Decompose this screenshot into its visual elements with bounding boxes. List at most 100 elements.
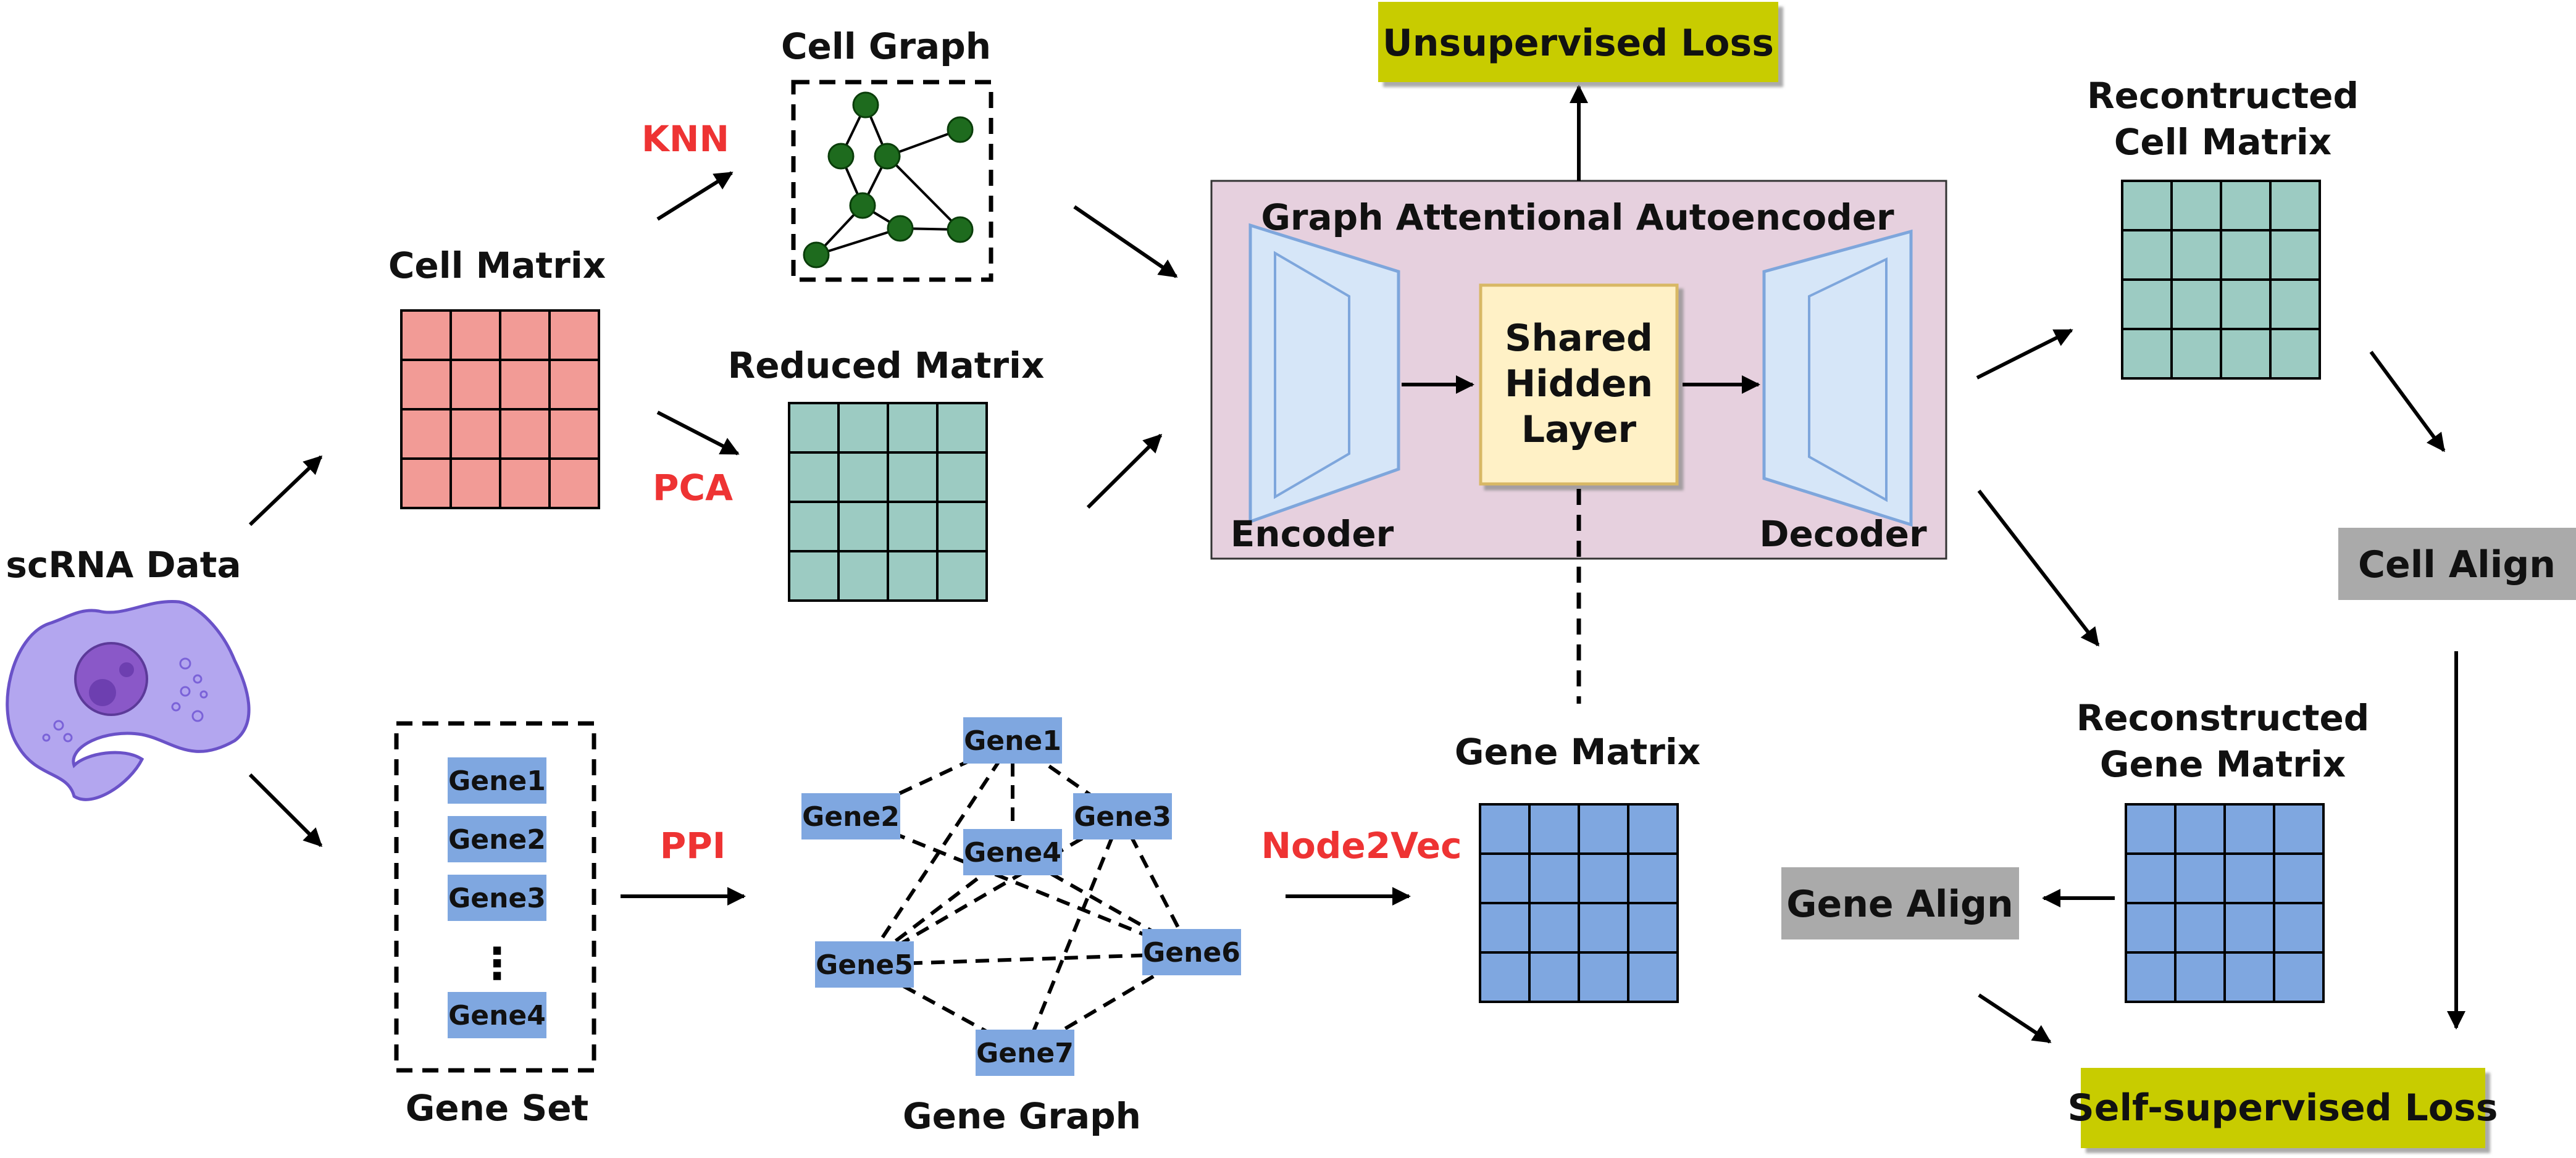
matrix-cell [548, 309, 600, 361]
reconstructed-gene-label-1: Reconstructed [2076, 697, 2370, 739]
matrix-cell [2125, 852, 2177, 904]
matrix-cell [2223, 803, 2275, 855]
matrix-cell [1627, 951, 1679, 1003]
gene-set-label: Gene Set [406, 1087, 589, 1129]
shared-hidden-layer-box [1479, 283, 1679, 486]
matrix-cell [400, 408, 452, 460]
matrix-cell [2220, 278, 2272, 330]
matrix-cell [936, 501, 988, 552]
matrix-cell [450, 359, 501, 410]
matrix-cell [1479, 852, 1531, 904]
matrix-cell [450, 309, 501, 361]
arrow-reduced-to-autoencoder [1086, 433, 1163, 509]
matrix-cell [499, 457, 551, 509]
arrow-to-reconstructed-gene [1977, 489, 2100, 647]
matrix-cell [2273, 902, 2325, 954]
reconstructed-cell-label-1: Recontructed [2087, 75, 2359, 117]
gene-align-label: Gene Align [1786, 883, 2013, 926]
matrix-cell [1528, 951, 1580, 1003]
matrix-cell [2121, 229, 2173, 281]
matrix-cell [1578, 852, 1629, 904]
cell-matrix-grid [400, 309, 600, 509]
matrix-cell [2220, 180, 2272, 231]
arrow-to-reduced-matrix [656, 410, 740, 456]
matrix-cell [2170, 278, 2222, 330]
unsupervised-loss-box [1378, 2, 1778, 82]
matrix-cell [2170, 180, 2222, 231]
reduced-matrix-grid [788, 402, 988, 602]
matrix-cell [2223, 852, 2275, 904]
node2vec-label: Node2Vec [1261, 825, 1462, 867]
gene-set-ellipsis: ⋮ [475, 938, 519, 989]
unsupervised-loss-label: Unsupervised Loss [1382, 22, 1774, 65]
gene-graph-node: Gene1 [964, 725, 1061, 757]
matrix-cell [936, 550, 988, 602]
matrix-cell [1479, 803, 1531, 855]
gene-graph-node: Gene2 [802, 801, 900, 833]
matrix-cell [1479, 902, 1531, 954]
matrix-cell [2223, 951, 2275, 1003]
matrix-cell [1627, 902, 1679, 954]
matrix-cell [2125, 803, 2177, 855]
decoder-label: Decoder [1759, 513, 1927, 555]
ppi-label: PPI [660, 825, 726, 867]
matrix-cell [788, 402, 840, 454]
matrix-cell [1578, 803, 1629, 855]
autoencoder-title: Graph Attentional Autoencoder [1261, 196, 1894, 238]
matrix-cell [2220, 328, 2272, 380]
gene-matrix-grid [1479, 803, 1679, 1003]
matrix-cell [1528, 852, 1580, 904]
gene-set-item: Gene1 [448, 765, 546, 797]
matrix-cell [837, 451, 889, 503]
matrix-cell [2170, 229, 2222, 281]
matrix-cell [2273, 951, 2325, 1003]
scrna-data-label: scRNA Data [6, 544, 241, 586]
matrix-cell [2269, 328, 2321, 380]
matrix-cell [1578, 951, 1629, 1003]
gene-matrix-label: Gene Matrix [1455, 731, 1700, 773]
cell-icon [6, 599, 251, 801]
matrix-cell [2125, 951, 2177, 1003]
matrix-cell [548, 359, 600, 410]
matrix-cell [450, 408, 501, 460]
arrow-to-cell-graph [656, 171, 734, 221]
matrix-cell [2174, 852, 2226, 904]
matrix-cell [2220, 229, 2272, 281]
matrix-cell [1578, 902, 1629, 954]
matrix-cell [2273, 803, 2325, 855]
reduced-matrix-label: Reduced Matrix [728, 344, 1045, 386]
matrix-cell [2269, 278, 2321, 330]
matrix-cell [2121, 328, 2173, 380]
shared-hidden-line-2: Hidden [1505, 362, 1653, 406]
self-supervised-loss-box [2081, 1068, 2485, 1148]
reconstructed-gene-label-2: Gene Matrix [2100, 743, 2346, 785]
matrix-cell [2121, 180, 2173, 231]
gene-graph-label: Gene Graph [903, 1095, 1141, 1137]
encoder-shape [1248, 223, 1400, 524]
matrix-cell [499, 359, 551, 410]
arrow-scrna-to-gene-set [248, 773, 323, 848]
matrix-cell [788, 501, 840, 552]
gene-graph-node: Gene4 [964, 837, 1061, 868]
arrow-gene-align-to-loss [1978, 993, 2052, 1044]
matrix-cell [2170, 328, 2222, 380]
matrix-cell [2174, 951, 2226, 1003]
matrix-cell [936, 451, 988, 503]
gene-graph-node: Gene5 [816, 949, 913, 981]
gene-set-item: Gene3 [448, 883, 546, 914]
matrix-cell [887, 402, 939, 454]
cell-align-label: Cell Align [2358, 543, 2556, 586]
matrix-cell [2174, 902, 2226, 954]
reconstructed-cell-label-2: Cell Matrix [2114, 121, 2331, 163]
matrix-cell [1627, 852, 1679, 904]
matrix-cell [499, 309, 551, 361]
matrix-cell [548, 408, 600, 460]
matrix-cell [887, 501, 939, 552]
matrix-cell [788, 451, 840, 503]
matrix-cell [548, 457, 600, 509]
shared-hidden-line-1: Shared [1505, 317, 1653, 360]
reconstructed-gene-matrix-grid [2125, 803, 2325, 1003]
matrix-cell [837, 402, 889, 454]
matrix-cell [2174, 803, 2226, 855]
